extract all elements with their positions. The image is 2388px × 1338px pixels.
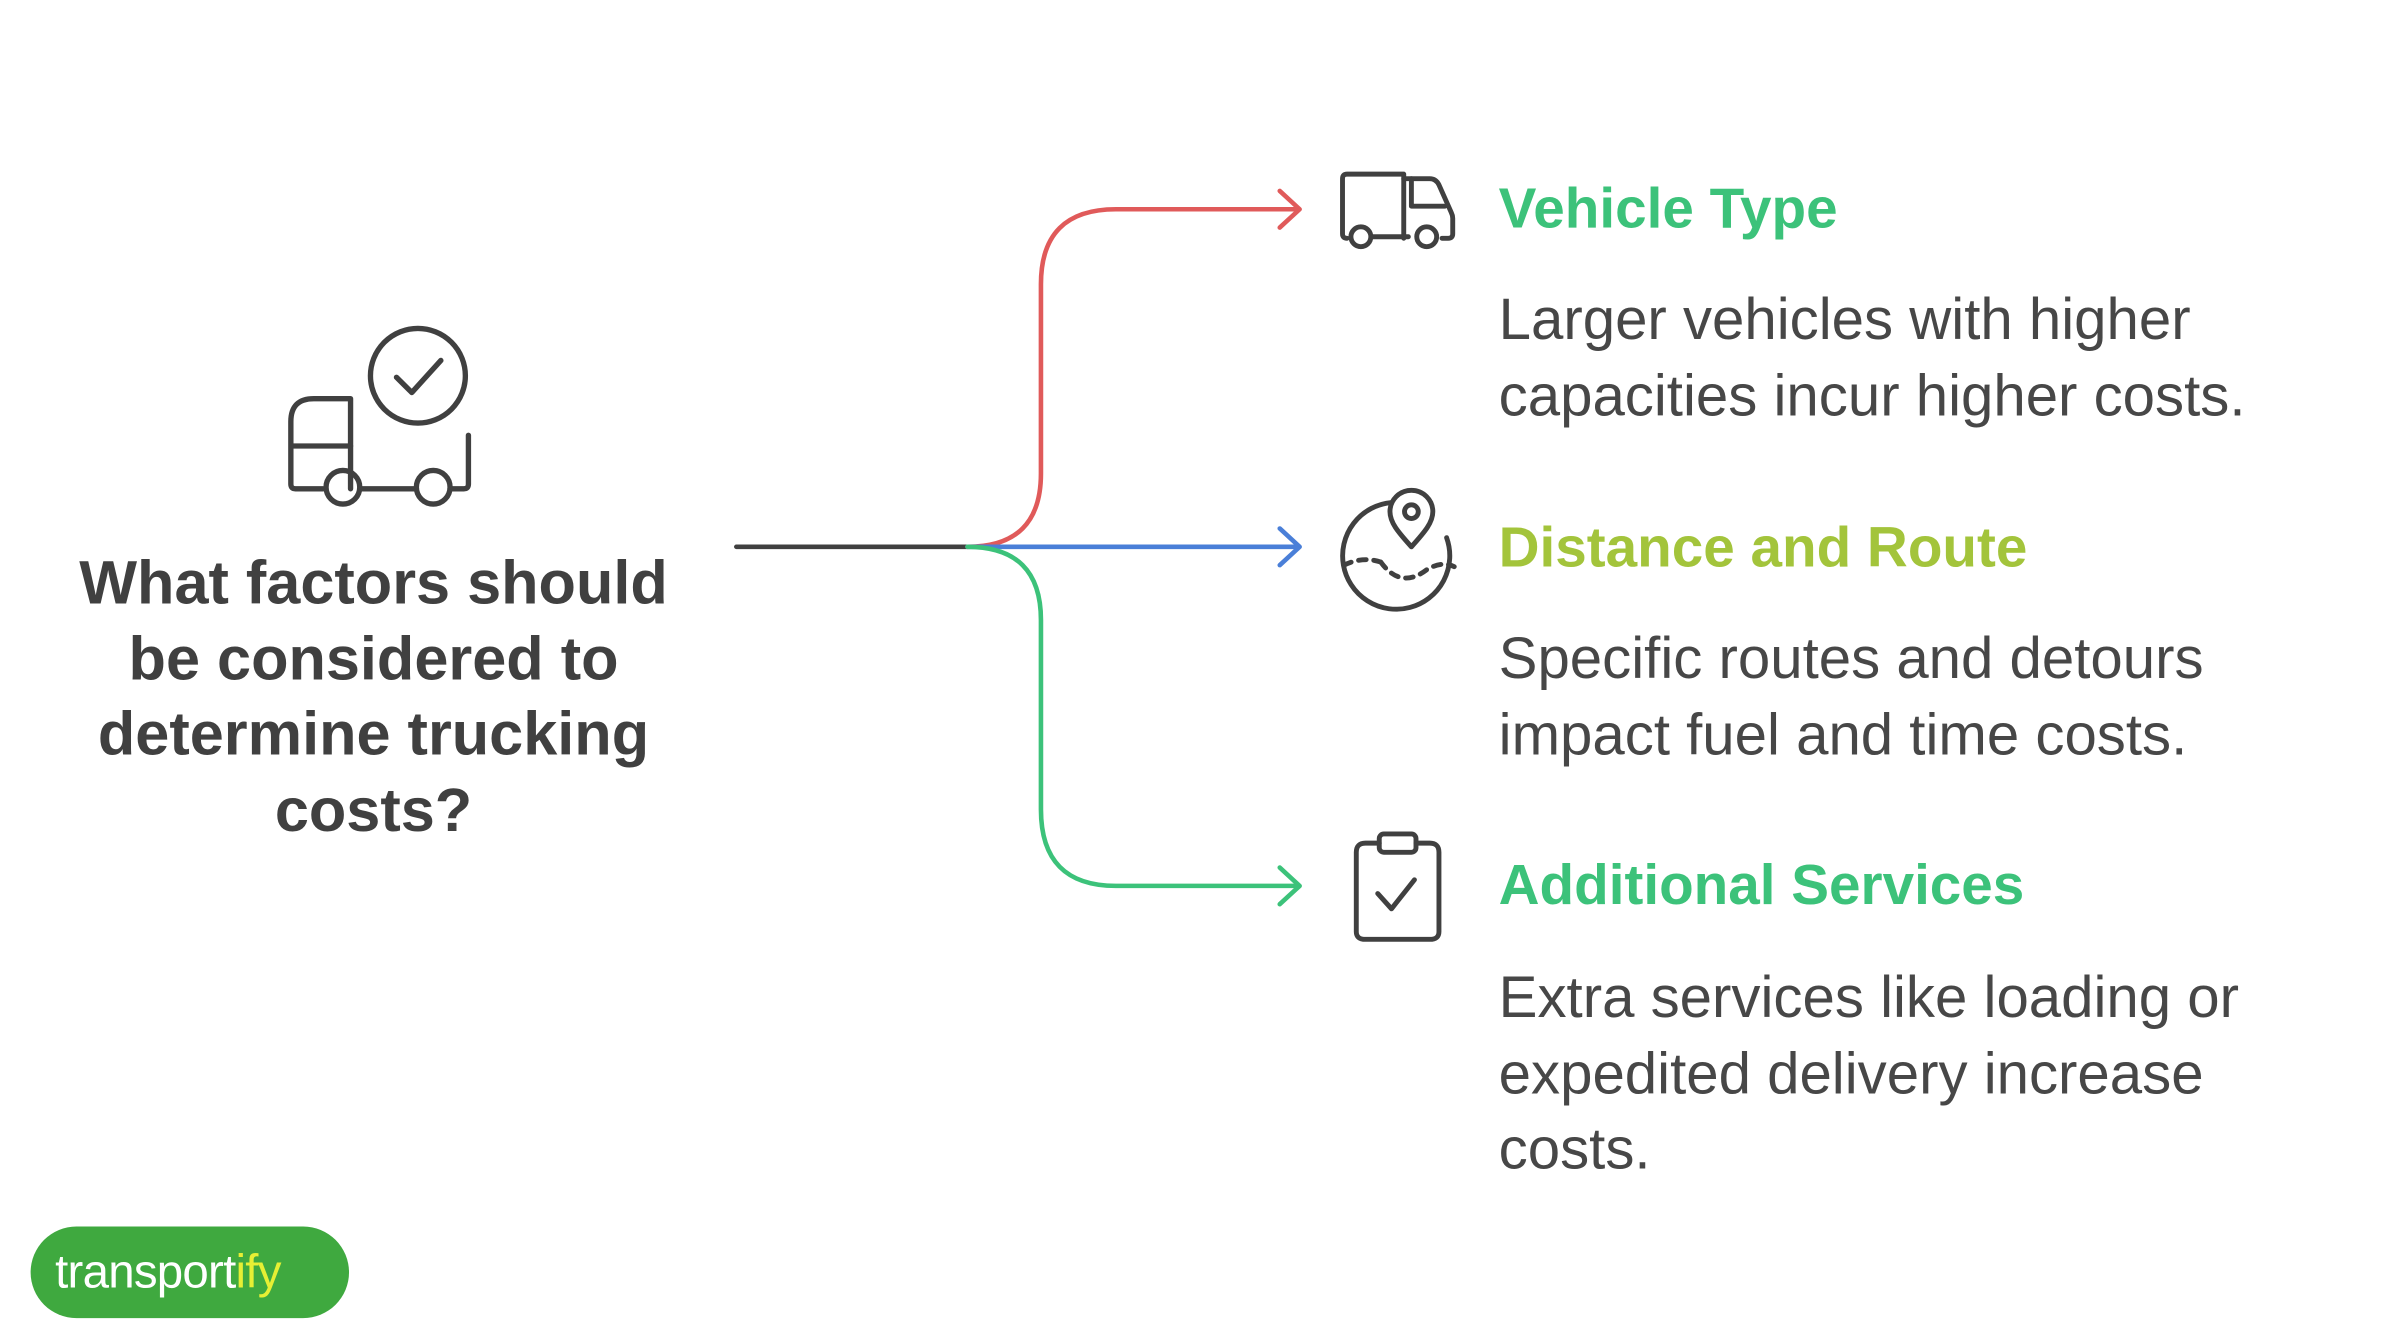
branch-line-additional-services [965,544,1301,889]
description-line: capacities incur higher costs. [1498,364,2246,429]
map-pin-icon [1340,487,1457,612]
distance-route-description: Specific routes and detours impact fuel … [1499,623,2356,774]
vehicle-type-description: Larger vehicles with higher capacities i… [1499,284,2356,435]
logo-text-white: transport [55,1244,236,1299]
distance-route-title: Distance and Route [1498,516,2028,579]
additional-services-description: Extra services like loading or expedited… [1499,962,2356,1189]
description-line: Extra services like loading or [1498,966,2240,1031]
arrowhead-vehicle-type [1277,188,1302,230]
vehicle-type-title: Vehicle Type [1498,177,1838,240]
arrowhead-additional-services [1277,865,1302,907]
description-line: costs. [1498,1118,1651,1183]
question-line: What factors should [79,549,668,618]
description-line: Larger vehicles with higher [1498,288,2191,353]
question-line: costs? [274,776,473,844]
question-line: determine trucking [97,701,650,769]
arrowhead-distance-route [1277,526,1302,568]
truck-check-icon [288,325,472,507]
question-line: be considered to [128,625,619,693]
clipboard-check-icon [1353,831,1442,942]
description-line: expedited delivery increase [1498,1042,2204,1107]
additional-services-title: Additional Services [1498,853,2025,917]
description-line: impact fuel and time costs. [1498,703,2188,768]
description-line: Specific routes and detours [1498,627,2204,692]
truck-icon [1340,171,1456,250]
central-question: What factors should be considered to det… [61,547,686,849]
branch-line-vehicle-type [965,206,1301,550]
logo-text-yellow: ify [235,1244,282,1299]
